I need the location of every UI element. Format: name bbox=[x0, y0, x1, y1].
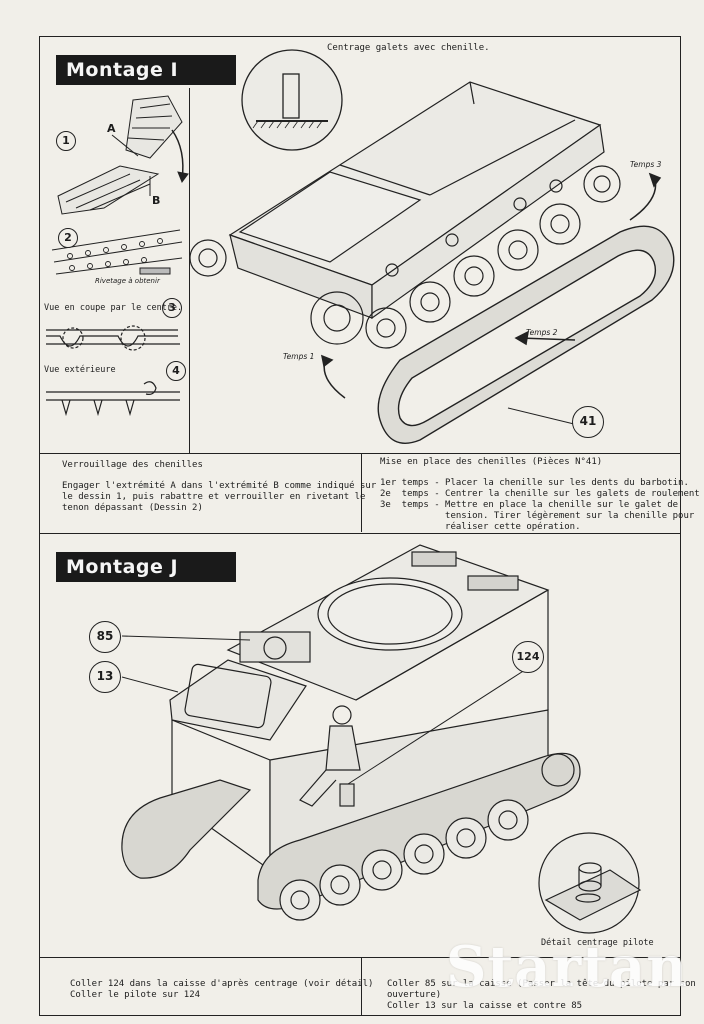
section-j-text-divider bbox=[40, 957, 680, 958]
section-j-left-text: Coller 124 dans la caisse d'après centra… bbox=[70, 979, 374, 1000]
part-85-callout: 85 bbox=[89, 621, 121, 653]
part-13-callout: 13 bbox=[89, 661, 121, 693]
detail-column-divider bbox=[189, 88, 190, 453]
centrage-caption: Centrage galets avec chenille. bbox=[327, 43, 490, 53]
step-1-number: 1 bbox=[56, 131, 76, 151]
exterior-view-label: Vue extérieure bbox=[44, 365, 116, 375]
label-a: A bbox=[107, 122, 116, 135]
riveting-label: Rivetage à obtenir bbox=[95, 277, 160, 285]
assembly-arrows bbox=[320, 172, 662, 425]
montage-j-title: Montage J bbox=[56, 552, 236, 582]
mise-en-place-heading: Mise en place des chenilles (Pièces N°41… bbox=[380, 457, 603, 467]
step-3-number: 3 bbox=[162, 298, 182, 318]
track-cut-view bbox=[46, 325, 180, 351]
pilot-detail-caption: Détail centrage pilote bbox=[541, 938, 654, 948]
cut-view-label: Vue en coupe par le centre. bbox=[44, 303, 183, 313]
montage-i-title: Montage I bbox=[56, 55, 236, 85]
pilot-centering-detail-illustration bbox=[538, 832, 642, 934]
hull-drawing-section-j bbox=[121, 544, 581, 921]
step-number: 3e temps bbox=[380, 500, 429, 510]
part-41-callout: 41 bbox=[572, 406, 604, 438]
step-2-number: 2 bbox=[58, 228, 78, 248]
track-exterior-view bbox=[46, 381, 180, 417]
step-number: 1er temps bbox=[380, 478, 429, 488]
page-frame bbox=[39, 36, 681, 1016]
step-row: 3e temps - Mettre en place la chenille s… bbox=[380, 500, 695, 532]
section-j-right-text: Coller 85 sur la caisse (Passer la tête … bbox=[387, 979, 696, 1011]
galet-detail-illustration bbox=[241, 49, 343, 151]
section-i-text-divider bbox=[40, 453, 680, 454]
step-text: Mettre en place la chenille sur le galet… bbox=[445, 500, 695, 532]
step-row: 1er temps - Placer la chenille sur les d… bbox=[380, 478, 689, 488]
temps-1-label: Temps 1 bbox=[283, 352, 315, 361]
verrouillage-text: Engager l'extrémité A dans l'extrémité B… bbox=[62, 481, 377, 513]
track-link-step1 bbox=[57, 95, 189, 215]
step-text: Centrer la chenille sur les galets de ro… bbox=[445, 489, 700, 499]
part-124-callout: 124 bbox=[512, 641, 544, 673]
step-text: Placer la chenille sur les dents du barb… bbox=[445, 478, 689, 488]
verrouillage-heading: Verrouillage des chenilles bbox=[62, 460, 203, 470]
section-j-text-column-divider bbox=[361, 958, 362, 1015]
section-i-text-column-divider bbox=[361, 454, 362, 532]
track-strip-step2 bbox=[51, 229, 183, 275]
watermark: Startan bbox=[446, 934, 688, 1000]
step-4-number: 4 bbox=[166, 361, 186, 381]
step-number: 2e temps bbox=[380, 489, 429, 499]
temps-2-label: Temps 2 bbox=[526, 328, 558, 337]
temps-3-label: Temps 3 bbox=[630, 160, 662, 169]
label-b: B bbox=[152, 194, 161, 207]
section-separator bbox=[40, 533, 680, 534]
step-row: 2e temps - Centrer la chenille sur les g… bbox=[380, 489, 700, 499]
track-steps-list: 1er temps - Placer la chenille sur les d… bbox=[380, 478, 700, 533]
hull-drawing-section-i bbox=[189, 81, 621, 349]
